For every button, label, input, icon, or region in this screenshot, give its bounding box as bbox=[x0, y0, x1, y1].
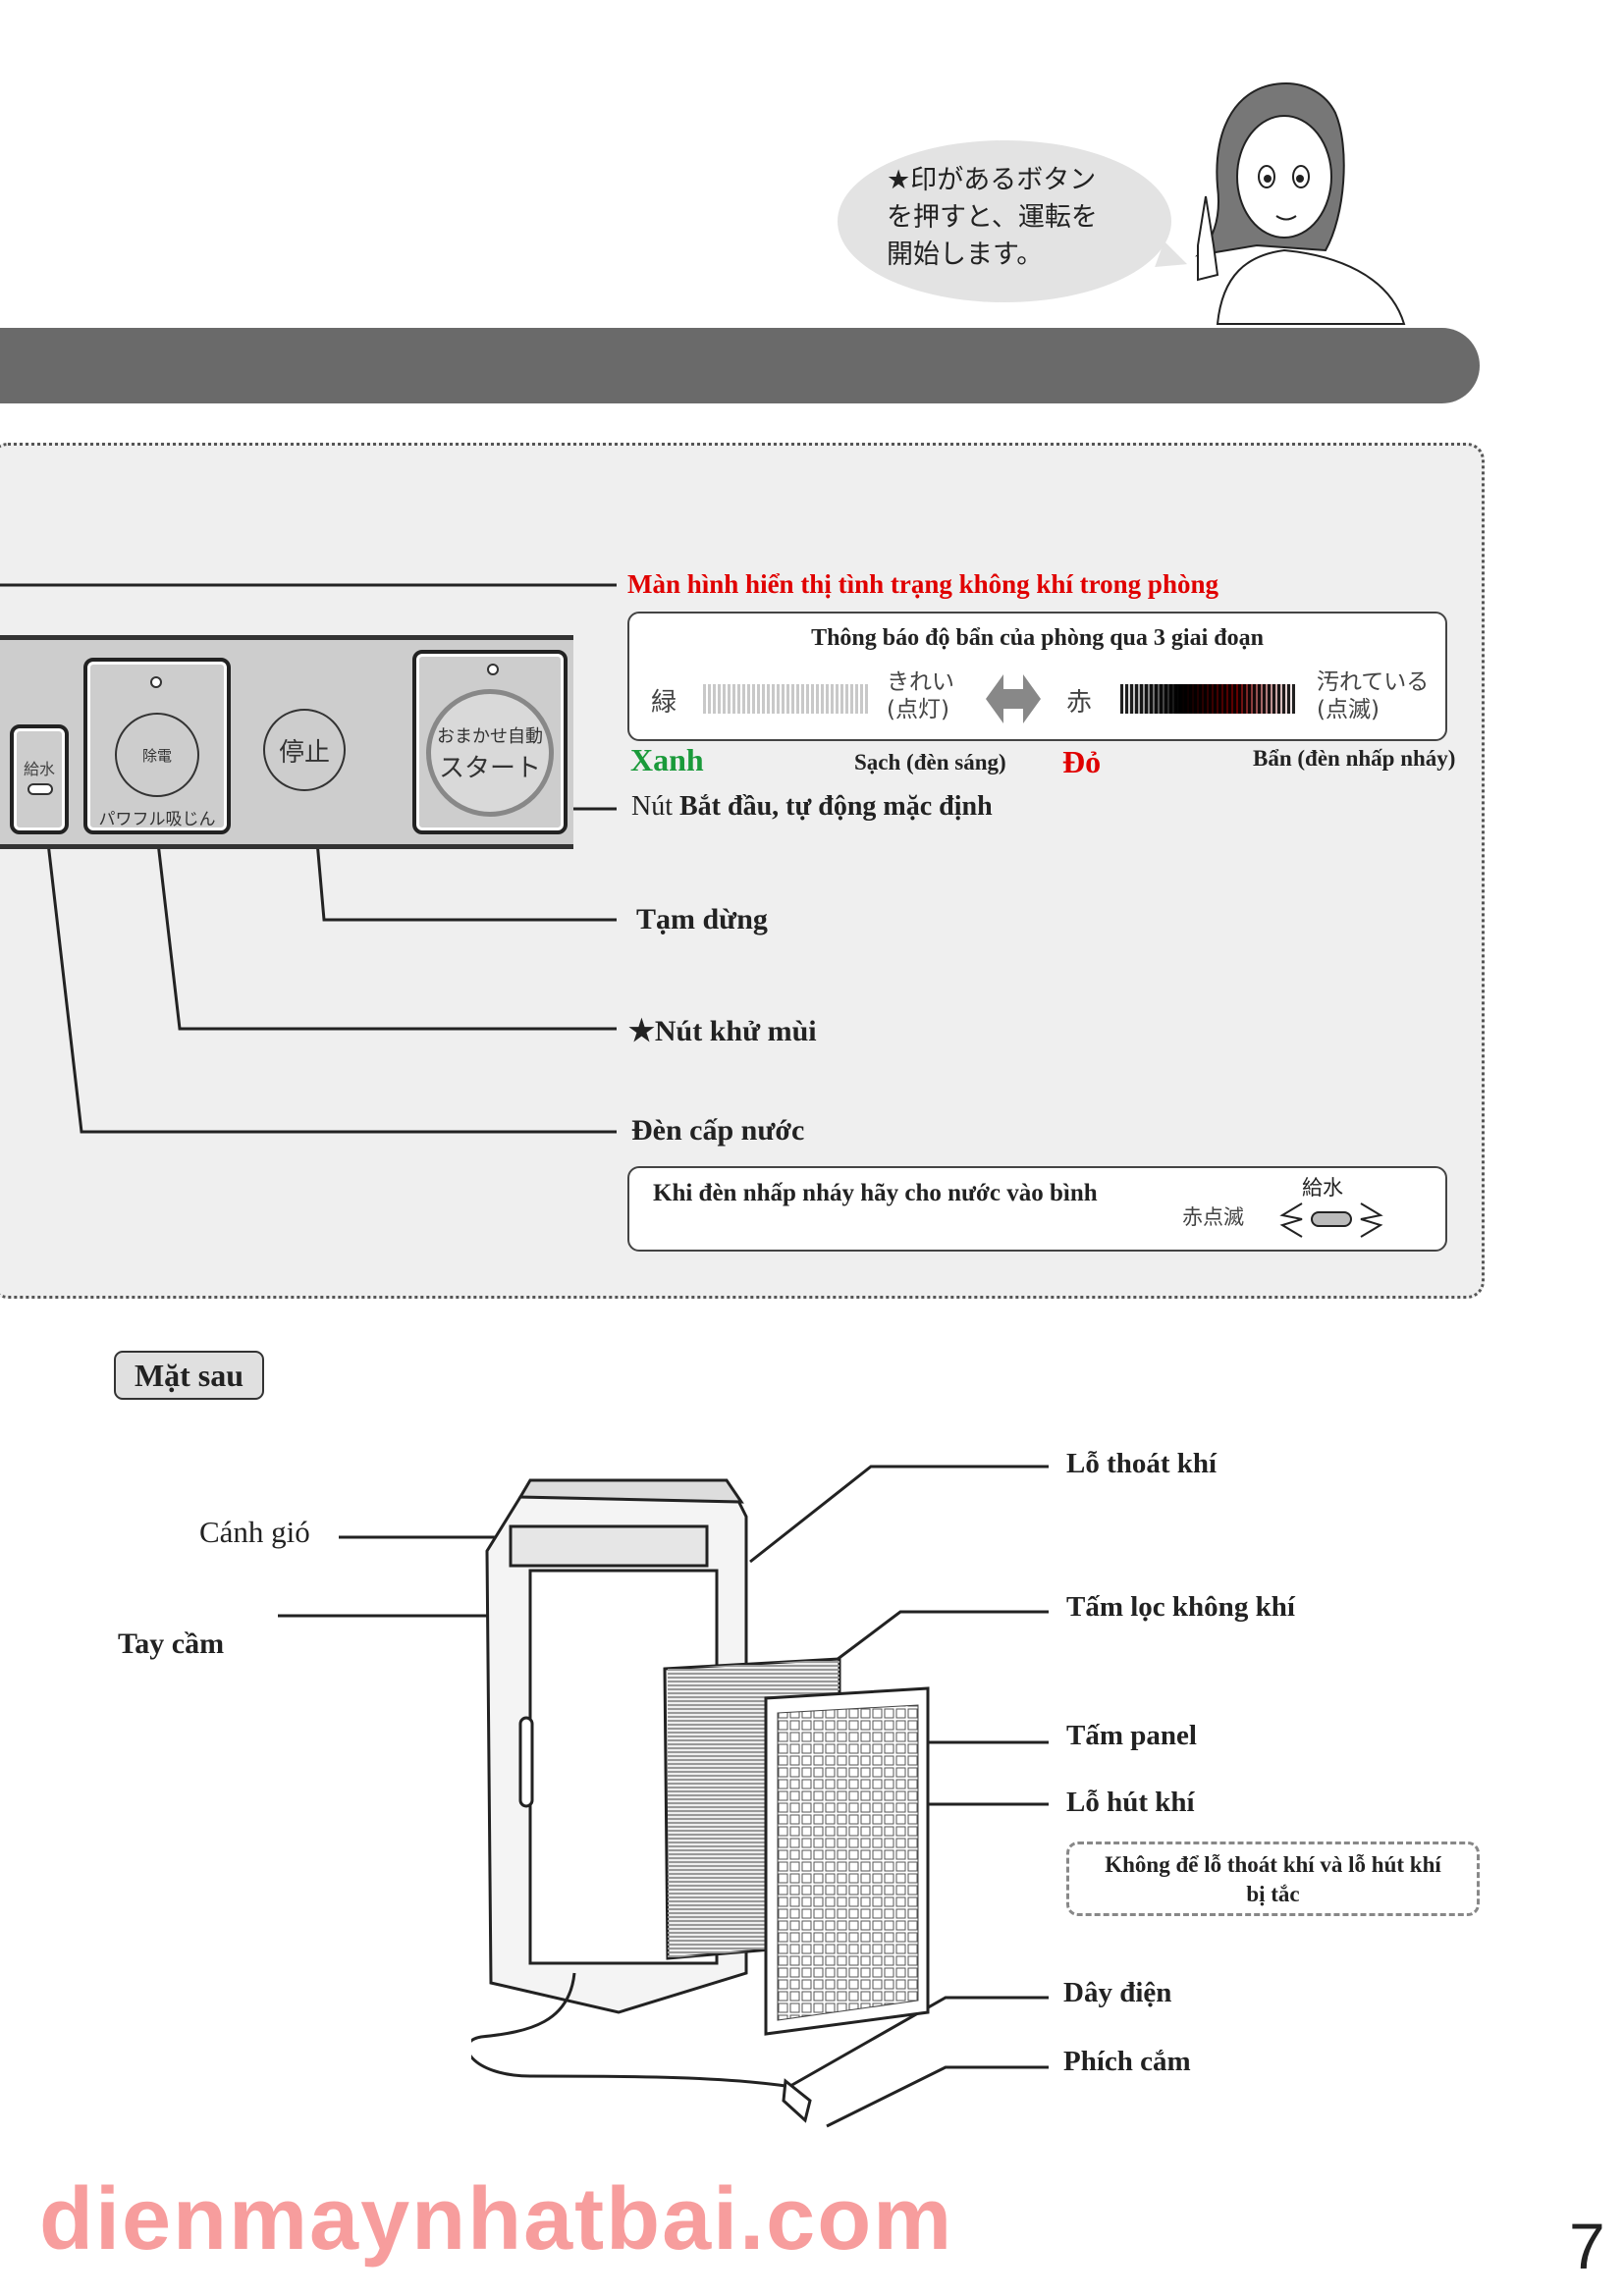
character-illustration bbox=[1195, 81, 1406, 325]
clean-jp-sub: (点灯) bbox=[887, 697, 949, 722]
deodor-jp: 除電 bbox=[141, 746, 172, 765]
handle-label: Tay cầm bbox=[118, 1628, 225, 1660]
stop-label: 停止 bbox=[278, 737, 330, 768]
cord-label: Dây điện bbox=[1063, 1977, 1172, 2008]
bubble-line: を押すと、運転を bbox=[887, 202, 1098, 233]
panel-label: Tấm panel bbox=[1066, 1720, 1197, 1751]
plug-label: Phích cắm bbox=[1063, 2046, 1191, 2077]
red-jp-label: 赤 bbox=[1066, 688, 1093, 718]
green-jp-label: 緑 bbox=[651, 688, 677, 718]
water-note-jp: 赤点滅 bbox=[1182, 1205, 1244, 1229]
speech-bubble: ★印があるボタン を押すと、運転を 開始します。 bbox=[838, 140, 1171, 302]
water-light-label: Đèn cấp nước bbox=[631, 1114, 805, 1147]
deodor-label: ★Nút khử mùi bbox=[628, 1015, 817, 1047]
clean-jp-label: きれい(点灯) bbox=[887, 668, 954, 723]
water-indicator: 給水 bbox=[10, 724, 69, 834]
water-led bbox=[27, 783, 53, 795]
dirty-jp-sub: (点滅) bbox=[1317, 697, 1380, 722]
back-side-badge: Mặt sau bbox=[114, 1351, 264, 1400]
purifier-back-illustration bbox=[471, 1478, 930, 2123]
air-status-title: Thông báo độ bẩn của phòng qua 3 giai đo… bbox=[811, 625, 1264, 651]
front-panel bbox=[764, 1686, 930, 2036]
start-prefix: Nút bbox=[631, 791, 679, 822]
clean-jp: きれい bbox=[887, 669, 954, 695]
blockage-warning-note: Không để lỗ thoát khí và lỗ hút khí bị t… bbox=[1066, 1842, 1480, 1916]
power-cord bbox=[471, 1972, 786, 2088]
filter-label: Tấm lọc không khí bbox=[1066, 1591, 1295, 1623]
pause-label: Tạm dừng bbox=[636, 903, 768, 935]
control-panel-section bbox=[0, 443, 1485, 1299]
page-number: 7 bbox=[1569, 2210, 1605, 2282]
start-button-label: Nút Bắt đầu, tự động mặc định bbox=[631, 791, 993, 823]
start-led bbox=[487, 664, 499, 675]
inlet-label: Lỗ hút khí bbox=[1066, 1787, 1195, 1818]
start-jp2: スタート bbox=[438, 753, 541, 783]
deodor-sub-label: パワフル吸じん bbox=[98, 810, 216, 829]
power-plug bbox=[782, 2078, 812, 2123]
green-led-graphic bbox=[703, 684, 870, 714]
blinking-led-icon bbox=[1279, 1202, 1383, 1238]
clean-label: Sạch (đèn sáng) bbox=[854, 750, 1006, 774]
start-button[interactable]: おまかせ自動 スタート bbox=[412, 650, 568, 834]
control-panel-strip: 給水 除電 パワフル吸じん 停止 おまかせ自動 スタート bbox=[0, 635, 573, 849]
dirty-jp-label: 汚れている(点滅) bbox=[1317, 668, 1429, 723]
display-title: Màn hình hiển thị tình trạng không khí t… bbox=[627, 569, 1218, 599]
red-led-graphic bbox=[1120, 684, 1297, 714]
dirty-label: Bẩn (đèn nhấp nháy) bbox=[1253, 746, 1456, 771]
air-status-box: Thông báo độ bẩn của phòng qua 3 giai đo… bbox=[627, 612, 1447, 741]
start-jp1: おまかせ自動 bbox=[437, 725, 543, 747]
stop-button[interactable]: 停止 bbox=[263, 709, 346, 791]
deodor-circle: 除電 bbox=[115, 713, 199, 797]
dirty-jp: 汚れている bbox=[1317, 669, 1430, 695]
bubble-line: ★印があるボタン bbox=[887, 165, 1097, 195]
start-bold: Bắt đầu, tự động mặc định bbox=[679, 791, 993, 822]
water-note-box: Khi đèn nhấp nháy hãy cho nước vào bình … bbox=[627, 1166, 1447, 1252]
double-arrow-icon bbox=[986, 674, 1041, 723]
outlet-label: Lỗ thoát khí bbox=[1066, 1448, 1218, 1479]
green-label: Xanh bbox=[630, 742, 704, 777]
deodor-button[interactable]: 除電 パワフル吸じん bbox=[83, 658, 231, 834]
red-label: Đỏ bbox=[1062, 744, 1102, 779]
deodor-led bbox=[150, 676, 162, 688]
water-note-jp-top: 給水 bbox=[1302, 1176, 1343, 1200]
section-header-bar bbox=[0, 328, 1480, 403]
vane-label: Cánh gió bbox=[199, 1515, 310, 1549]
water-jp-label: 給水 bbox=[23, 760, 55, 778]
water-note: Khi đèn nhấp nháy hãy cho nước vào bình bbox=[653, 1180, 1098, 1206]
start-circle: おまかせ自動 スタート bbox=[426, 689, 554, 817]
bubble-line: 開始します。 bbox=[887, 240, 1044, 270]
